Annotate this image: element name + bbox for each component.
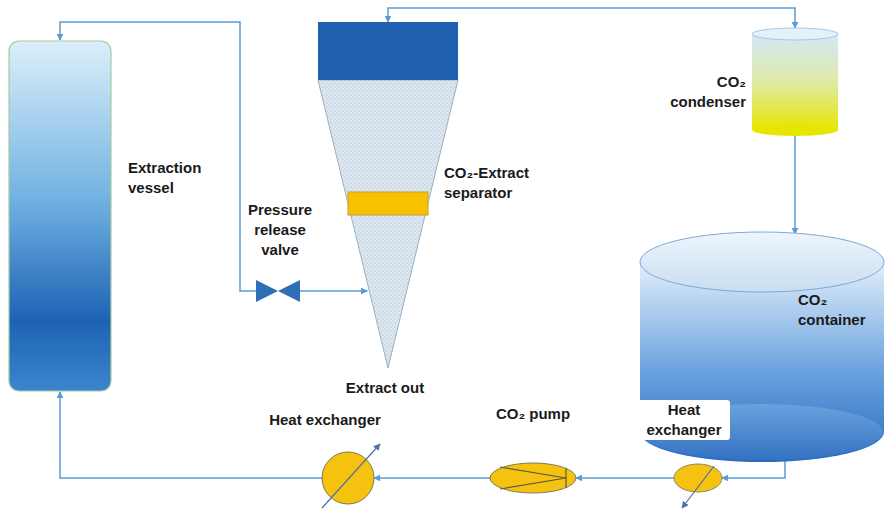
label-box: CO₂ pump (478, 404, 588, 424)
valve-symbol: Pressure release valve (256, 280, 300, 302)
condenser-cylinder-outline (752, 28, 838, 136)
exchanger-label: Heat exchanger (638, 400, 730, 440)
pump-symbol: CO₂ pump (490, 463, 576, 493)
heat-exchanger-outline (322, 452, 374, 504)
extraction-vessel: Extraction vessel (8, 40, 112, 392)
heat-exchanger: Heat exchanger (322, 452, 374, 504)
flow-line (374, 477, 490, 479)
vessel-label: Extraction vessel (128, 158, 220, 198)
separator-funnel: CO₂-Extract separator (318, 22, 458, 368)
pump-symbol-outline (490, 463, 576, 493)
label-box: Extract out (340, 378, 430, 398)
label-box: Heat exchanger (250, 410, 400, 430)
separator-label: CO₂-Extract separator (444, 163, 556, 203)
condenser-cylinder: CO₂ condenser (752, 28, 838, 136)
label-box: Extraction vessel (128, 158, 220, 198)
valve-label: Pressure release valve (244, 200, 316, 260)
label-box: CO₂ container (798, 290, 880, 330)
pump-label: CO₂ pump (478, 404, 588, 424)
flow-line (60, 392, 322, 478)
separator-funnel-outline (318, 22, 458, 368)
condenser-label: CO₂ condenser (664, 72, 746, 112)
extraction-vessel-outline (8, 40, 112, 392)
label-box: CO₂-Extract separator (444, 163, 556, 203)
label-box: Pressure release valve (244, 200, 316, 260)
flow-line (794, 136, 796, 234)
heat-exchanger: Heat exchanger (674, 464, 722, 492)
label-box: CO₂ condenser (664, 72, 746, 112)
heat-exchanger-outline (674, 464, 722, 492)
flow-line (722, 461, 785, 478)
flow-line (576, 477, 674, 479)
flow-line (300, 290, 367, 292)
container-label: CO₂ container (798, 290, 880, 330)
exchanger-label: Heat exchanger (250, 410, 400, 430)
outlet-label: Extract out (340, 378, 430, 398)
label-box: Heat exchanger (638, 400, 730, 440)
valve-symbol-outline (256, 280, 300, 302)
